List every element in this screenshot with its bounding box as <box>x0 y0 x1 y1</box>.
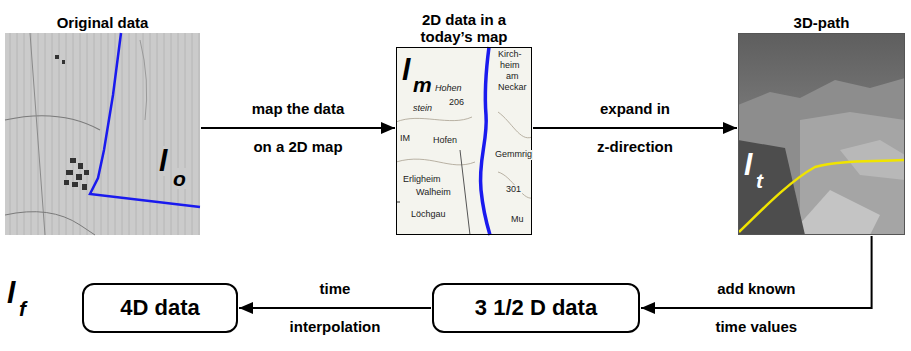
elevation-number: 301 <box>505 185 522 195</box>
path-line <box>480 47 490 235</box>
place-name: Mu <box>510 215 525 225</box>
box-label: 3 1/2 D data <box>475 295 597 321</box>
place-name: Hofen <box>432 136 458 146</box>
edge-label: expand in z-direction <box>578 90 693 166</box>
flow-arrow <box>201 127 395 129</box>
line-symbol: l <box>158 146 168 176</box>
map-ground <box>5 33 200 235</box>
edge-label: map the data on a 2D map <box>241 90 356 166</box>
process-box: 4D data <box>82 283 238 333</box>
line-symbol: l <box>6 278 16 308</box>
place-name: Hohen <box>434 84 463 94</box>
terrain-face <box>790 190 880 235</box>
panel-title: 2D data in a today’s map <box>389 11 539 46</box>
subscript: f <box>18 298 27 319</box>
edge-label: time interpolation <box>278 270 393 346</box>
topographic-map <box>396 47 532 235</box>
line-symbol: l <box>401 55 411 85</box>
place-name: Walheim <box>415 188 452 198</box>
path-line <box>90 33 200 207</box>
flow-arrow <box>533 127 737 129</box>
image-panel: 3D-path <box>738 33 905 235</box>
terrain-face <box>738 140 805 235</box>
old-map <box>5 33 200 235</box>
terrain-face <box>738 78 905 235</box>
place-name: IM <box>399 134 411 144</box>
elevation-number: 206 <box>448 98 465 108</box>
path-line <box>739 160 904 232</box>
panel-title: Original data <box>28 14 178 31</box>
place-name: heim <box>499 61 521 71</box>
subscript: m <box>412 74 433 95</box>
old-road <box>30 33 45 235</box>
contour-line <box>498 172 532 198</box>
map-texture <box>5 33 200 235</box>
process-box: 3 1/2 D data <box>432 283 640 333</box>
flow-arrow <box>641 236 872 308</box>
town-symbol <box>55 55 89 190</box>
edge-label: add known time values <box>699 270 814 346</box>
old-road <box>5 116 100 130</box>
place-name: am <box>505 72 520 82</box>
old-road <box>5 212 95 235</box>
road-line <box>460 150 470 235</box>
panel-title: 3D-path <box>747 14 897 31</box>
contour-line <box>396 117 472 122</box>
map-ground <box>396 47 532 235</box>
subscript: o <box>172 168 187 189</box>
box-label: 4D data <box>120 295 199 321</box>
place-name: stein <box>412 104 433 114</box>
flow-arrow <box>239 307 431 309</box>
old-road <box>140 40 147 120</box>
place-name: Kirch- <box>497 50 523 60</box>
place-name: Neckar <box>497 83 528 93</box>
place-name: Erligheim <box>402 175 442 185</box>
contour-line <box>396 159 475 165</box>
place-name: Gemmrig <box>494 150 533 160</box>
subscript: t <box>755 170 764 191</box>
sky <box>738 33 905 235</box>
contour-line <box>498 112 532 138</box>
place-name: Löchgau <box>410 210 447 220</box>
line-symbol: l <box>743 150 753 180</box>
terrain-view <box>738 33 905 235</box>
image-panel: Original data <box>5 33 200 235</box>
